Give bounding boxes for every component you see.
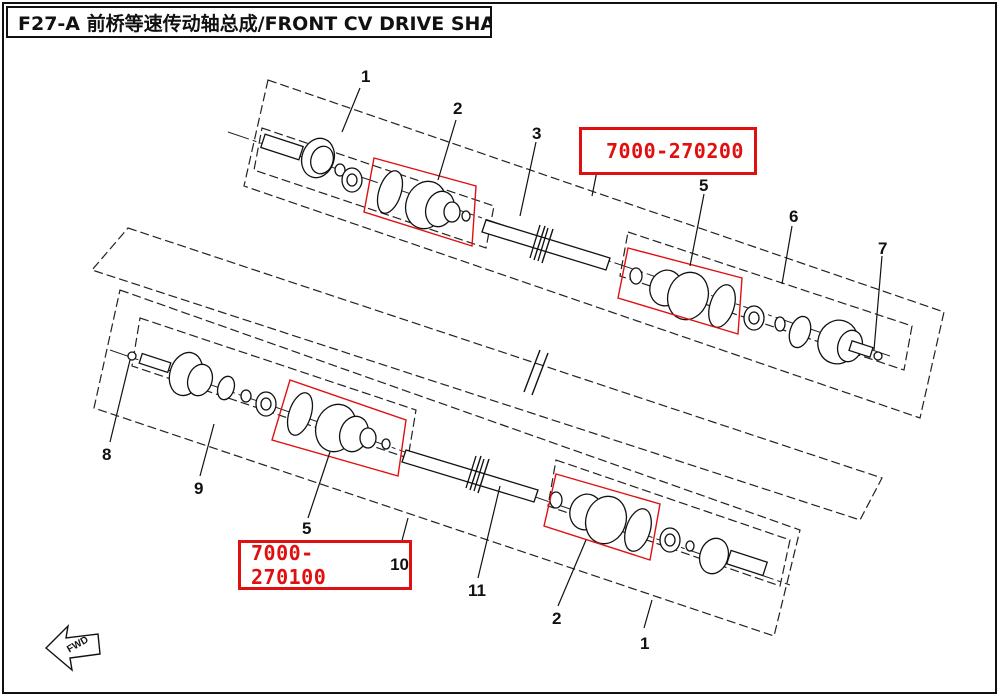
fwd-arrow-icon: FWD (44, 623, 101, 672)
callout-bot-8: 8 (102, 445, 112, 464)
callout-top-7: 7 (878, 239, 888, 258)
highlight-lower-left (271, 379, 407, 477)
upper-parts (259, 133, 883, 365)
highlight-lower-right (543, 473, 661, 561)
callout-bot-5: 5 (302, 519, 312, 538)
callout-top-5: 5 (699, 176, 709, 195)
part-number-upper-text: 7000-270200 (606, 139, 744, 163)
upper-stub-shaft (259, 133, 363, 193)
lower-inner-housing (127, 351, 277, 417)
callout-bot-10: 10 (390, 555, 409, 574)
upper-axle-shaft (481, 219, 611, 271)
lower-inner-box-right (547, 459, 791, 587)
callout-bot-2: 2 (552, 609, 562, 628)
red-highlights (271, 157, 743, 561)
upper-outer-box (243, 79, 945, 419)
leader-lines (109, 87, 883, 629)
lower-inner-boot (286, 392, 391, 453)
part-number-upper: 7000-270200 (579, 127, 757, 175)
upper-inner-box-right (619, 231, 913, 371)
lower-axle-shaft (401, 449, 539, 503)
lower-parts (127, 351, 769, 577)
callout-top-6: 6 (789, 207, 799, 226)
highlight-upper-left (363, 157, 477, 247)
upper-inner-boot (629, 267, 736, 328)
lower-outer-boot (549, 491, 652, 552)
lower-stub-shaft (659, 527, 769, 577)
part-number-lower: 7000-270100 10 (238, 540, 412, 590)
callout-bot-1: 1 (640, 634, 650, 653)
callout-bot-11: 11 (468, 581, 486, 600)
callout-top-3: 3 (532, 124, 542, 143)
callout-top-1: 1 (361, 67, 371, 86)
break-marks (469, 225, 554, 494)
upper-inner-housing (743, 305, 883, 365)
centerlines (109, 131, 891, 586)
page-title: F27-A 前桥等速传动轴总成/FRONT CV DRIVE SHAFT ASS… (6, 6, 492, 38)
highlight-upper-right (617, 247, 743, 335)
upper-boot-kit (376, 170, 471, 230)
middle-link-box (90, 227, 883, 521)
lower-outer-box (93, 289, 801, 637)
upper-inner-box-left (253, 127, 495, 249)
part-number-lower-text: 7000-270100 (251, 541, 327, 589)
callout-bot-9: 9 (194, 479, 204, 498)
upper-assembly-outlines (90, 79, 945, 521)
callout-top-2: 2 (453, 99, 463, 118)
